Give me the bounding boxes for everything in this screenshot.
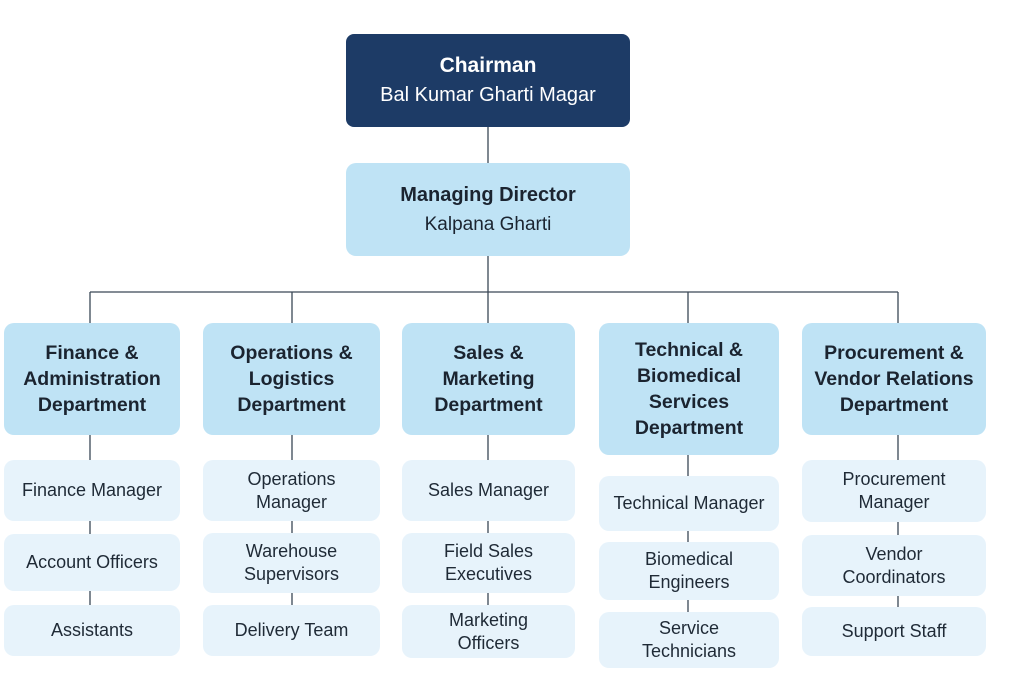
role-account-officers: Account Officers: [4, 534, 180, 591]
chairman-box: Chairman Bal Kumar Gharti Magar: [346, 34, 630, 127]
managing-director-title: Managing Director: [400, 183, 576, 206]
role-label: Marketing Officers: [448, 609, 529, 653]
role-label: Procurement Manager: [842, 469, 946, 512]
role-label: Sales Manager: [427, 480, 550, 500]
managing-director-name: Kalpana Gharti: [424, 213, 552, 235]
role-finance-manager: Finance Manager: [4, 460, 180, 521]
department-finance-name: Finance & Administration Department: [23, 342, 161, 416]
role-label: Support Staff: [841, 621, 947, 641]
role-procurement-manager: Procurement Manager: [802, 460, 986, 522]
role-technical-manager: Technical Manager: [599, 476, 779, 531]
department-procurement-name: Procurement & Vendor Relations Departmen…: [814, 342, 974, 416]
role-label: Warehouse Supervisors: [243, 541, 340, 584]
role-delivery-team: Delivery Team: [203, 605, 380, 656]
department-sales-name: Sales & Marketing Department: [434, 342, 543, 416]
department-operations-name: Operations & Logistics Department: [230, 342, 353, 416]
chairman-name: Bal Kumar Gharti Magar: [380, 83, 596, 106]
department-operations-box: Operations & Logistics Department: [203, 323, 380, 435]
role-label: Service Technicians: [641, 618, 737, 661]
role-label: Vendor Coordinators: [842, 543, 946, 587]
department-technical-box: Technical & Biomedical Services Departme…: [599, 323, 779, 455]
role-vendor-coordinators: Vendor Coordinators: [802, 535, 986, 596]
department-procurement-box: Procurement & Vendor Relations Departmen…: [802, 323, 986, 435]
role-support-staff: Support Staff: [802, 607, 986, 656]
role-label: Biomedical Engineers: [644, 549, 734, 592]
role-label: Account Officers: [26, 552, 158, 572]
chairman-title: Chairman: [439, 53, 537, 77]
role-service-technicians: Service Technicians: [599, 612, 779, 668]
department-sales-box: Sales & Marketing Department: [402, 323, 575, 435]
role-label: Field Sales Executives: [443, 541, 534, 584]
role-label: Technical Manager: [613, 493, 765, 513]
department-technical-name: Technical & Biomedical Services Departme…: [634, 339, 744, 439]
role-label: Delivery Team: [234, 620, 349, 640]
role-biomedical-engineers: Biomedical Engineers: [599, 542, 779, 600]
role-label: Finance Manager: [21, 480, 163, 500]
role-label: Operations Manager: [247, 468, 336, 512]
managing-director-box: Managing Director Kalpana Gharti: [346, 163, 630, 256]
department-finance-box: Finance & Administration Department: [4, 323, 180, 435]
role-warehouse-supervisors: Warehouse Supervisors: [203, 533, 380, 593]
role-marketing-officers: Marketing Officers: [402, 605, 575, 658]
role-operations-manager: Operations Manager: [203, 460, 380, 521]
role-label: Assistants: [50, 620, 134, 640]
role-assistants: Assistants: [4, 605, 180, 656]
role-field-sales-executives: Field Sales Executives: [402, 533, 575, 593]
role-sales-manager: Sales Manager: [402, 460, 575, 521]
